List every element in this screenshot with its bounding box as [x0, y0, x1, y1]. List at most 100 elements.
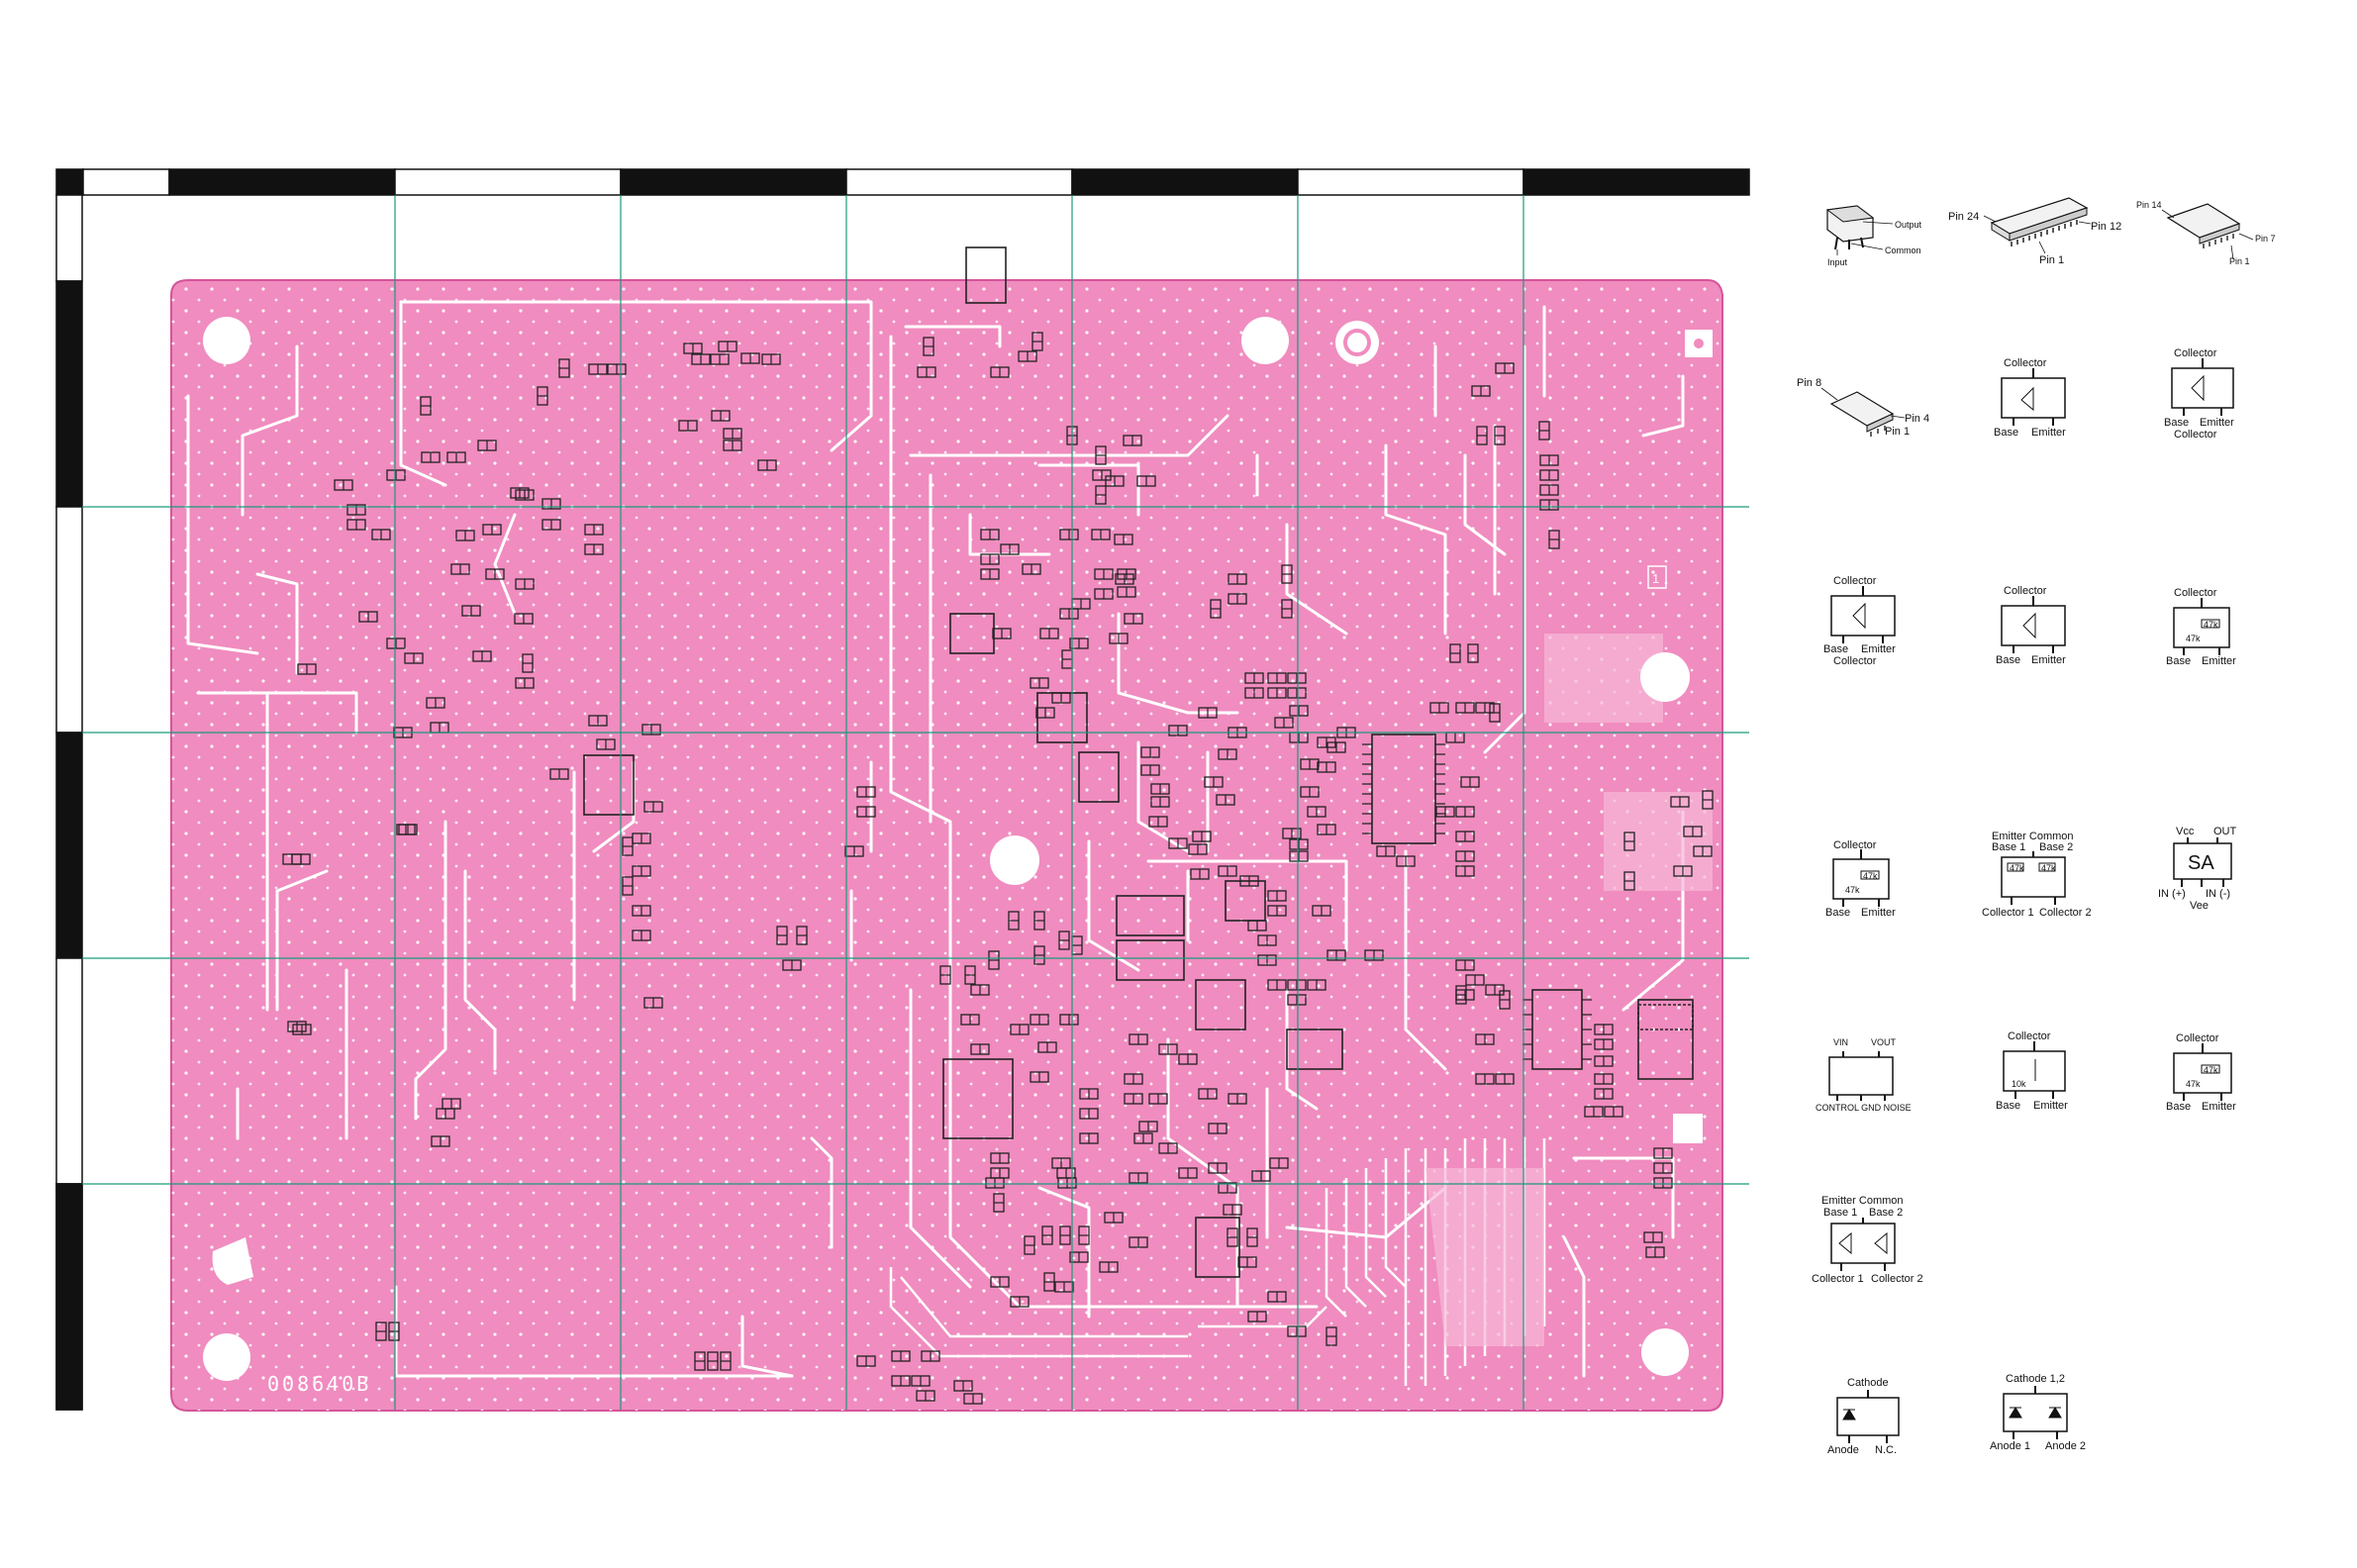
svg-text:Collector: Collector: [1833, 575, 1877, 587]
svg-text:IN (+): IN (+): [2158, 888, 2186, 900]
transistor-d-package: Collector Base Emitter: [1996, 585, 2066, 666]
transistor-c-package: Collector Base Emitter Collector: [1823, 575, 1896, 667]
svg-text:Collector: Collector: [2004, 357, 2047, 369]
svg-text:47k: 47k: [2010, 863, 2024, 873]
dual-transistor-b-package: Emitter Common Base 1 Base 2 Collector 1…: [1812, 1195, 1923, 1285]
svg-text:Emitter Common: Emitter Common: [1992, 831, 2074, 842]
svg-text:Base: Base: [1994, 427, 2018, 439]
svg-text:Collector: Collector: [2174, 587, 2217, 599]
ruler-segment: [55, 168, 84, 196]
transistor-a-package: Collector Base Emitter: [1994, 357, 2066, 439]
svg-text:Emitter: Emitter: [2031, 654, 2066, 666]
diode-a-package: Cathode Anode N.C.: [1827, 1377, 1900, 1456]
svg-text:47k: 47k: [1845, 885, 1860, 895]
ruler-segment: [1297, 168, 1524, 196]
svg-text:Base: Base: [1825, 907, 1850, 919]
svg-text:Emitter: Emitter: [2200, 417, 2234, 429]
svg-text:Output: Output: [1895, 220, 1922, 230]
svg-text:Collector: Collector: [2174, 347, 2217, 359]
svg-text:Base: Base: [1823, 643, 1848, 655]
coordinate-grid: [82, 195, 1749, 1410]
scale-ruler: [55, 168, 1750, 1411]
transistor-h-package: Collector 47k 47k Base Emitter: [2166, 1032, 2236, 1113]
svg-text:Pin 12: Pin 12: [2091, 221, 2121, 233]
svg-text:Pin 24: Pin 24: [1948, 211, 1979, 223]
svg-text:Emitter: Emitter: [1861, 907, 1896, 919]
svg-text:Pin 7: Pin 7: [2255, 234, 2276, 244]
ruler-segment: [82, 168, 170, 196]
svg-text:Cathode: Cathode: [1847, 1377, 1889, 1389]
ic24-package: Pin 24 Pin 12 Pin 1: [1948, 197, 2121, 266]
fiducial-mark: [1335, 321, 1713, 364]
svg-text:Vee: Vee: [2190, 900, 2209, 912]
ruler-segment: [845, 168, 1073, 196]
svg-text:Common: Common: [1885, 245, 1921, 255]
ruler-segment: [1071, 168, 1299, 196]
svg-text:47k: 47k: [2186, 1079, 2201, 1089]
svg-text:Cathode 1,2: Cathode 1,2: [2006, 1373, 2065, 1385]
svg-text:Emitter: Emitter: [2202, 1101, 2236, 1113]
regulator-package: Output Common Input: [1825, 205, 1922, 267]
ruler-segment: [55, 732, 83, 959]
svg-text:Pin 8: Pin 8: [1797, 377, 1821, 389]
diode-b-package: Cathode 1,2 Anode 1 Anode 2: [1990, 1373, 2086, 1452]
svg-text:Base 2: Base 2: [2039, 841, 2073, 853]
svg-text:47k: 47k: [2041, 863, 2056, 873]
ruler-segment: [55, 280, 83, 508]
svg-text:Collector 2: Collector 2: [1871, 1273, 1923, 1285]
svg-text:Collector 1: Collector 1: [1812, 1273, 1864, 1285]
ruler-segment: [394, 168, 622, 196]
ic14-package: Pin 14 Pin 7 Pin 1: [2136, 200, 2276, 266]
svg-text:IN (-): IN (-): [2206, 888, 2230, 900]
svg-text:Base: Base: [1996, 1100, 2020, 1112]
board-id-text: 008640B: [267, 1372, 371, 1396]
svg-text:Collector: Collector: [2008, 1030, 2051, 1042]
svg-text:47k: 47k: [1863, 871, 1878, 881]
svg-text:Collector 1: Collector 1: [1982, 907, 2034, 919]
transistor-f-package: Collector 47k 47k Base Emitter: [1825, 839, 1896, 919]
svg-text:Pin 14: Pin 14: [2136, 200, 2162, 210]
svg-text:Emitter: Emitter: [2031, 427, 2066, 439]
svg-text:Collector: Collector: [1833, 655, 1877, 667]
svg-text:Base 2: Base 2: [1869, 1207, 1903, 1219]
svg-text:Emitter Common: Emitter Common: [1821, 1195, 1904, 1207]
ic8-package: Pin 8 Pin 4 Pin 1: [1797, 377, 1929, 438]
ruler-segment: [55, 506, 83, 734]
svg-text:Pin 1: Pin 1: [2039, 254, 2064, 266]
svg-text:Base: Base: [2166, 1101, 2191, 1113]
svg-text:10k: 10k: [2012, 1079, 2026, 1089]
svg-text:Pin 4: Pin 4: [1905, 413, 1929, 425]
svg-text:Collector: Collector: [2176, 1032, 2219, 1044]
svg-text:Base: Base: [2166, 655, 2191, 667]
ruler-segment: [1522, 168, 1750, 196]
mounting-holes: [203, 317, 1703, 1381]
board-marker-1: 1: [1647, 565, 1667, 589]
svg-text:CONTROL GND NOISE: CONTROL GND NOISE: [1816, 1103, 1912, 1113]
svg-text:Anode: Anode: [1827, 1444, 1859, 1456]
svg-text:Base 1: Base 1: [1823, 1207, 1857, 1219]
opamp-package: Vcc OUT SA IN (+) IN (-) Vee: [2158, 826, 2237, 912]
dual-transistor-a-package: Emitter Common Base 1 Base 2 47k 47k Col…: [1982, 831, 2092, 919]
svg-text:Emitter: Emitter: [2202, 655, 2236, 667]
svg-text:47k: 47k: [2186, 634, 2201, 643]
svg-text:Base 1: Base 1: [1992, 841, 2025, 853]
ruler-segment: [55, 957, 83, 1185]
svg-text:Pin 1: Pin 1: [1885, 426, 1910, 438]
ruler-segment: [55, 1183, 83, 1411]
svg-text:VIN: VIN: [1833, 1037, 1848, 1047]
svg-text:1: 1: [1652, 571, 1659, 586]
svg-text:Collector: Collector: [1833, 839, 1877, 851]
transistor-b-package: Collector Base Emitter Collector: [2164, 347, 2234, 441]
svg-text:SA: SA: [2188, 852, 2214, 874]
ic-pins: [1362, 743, 1592, 1060]
package-legend: Output Common Input Pin 24 Pin 12 Pin 1 …: [1797, 197, 2276, 1456]
copper-traces: [186, 300, 1685, 1378]
svg-text:47k: 47k: [2204, 620, 2218, 630]
ruler-segment: [55, 194, 83, 282]
svg-text:Vcc: Vcc: [2176, 826, 2195, 837]
svg-text:47k: 47k: [2204, 1065, 2218, 1075]
svg-text:Collector 2: Collector 2: [2039, 907, 2092, 919]
transistor-e-package: Collector 47k 47k Base Emitter: [2166, 587, 2236, 667]
svg-text:Base: Base: [1996, 654, 2020, 666]
